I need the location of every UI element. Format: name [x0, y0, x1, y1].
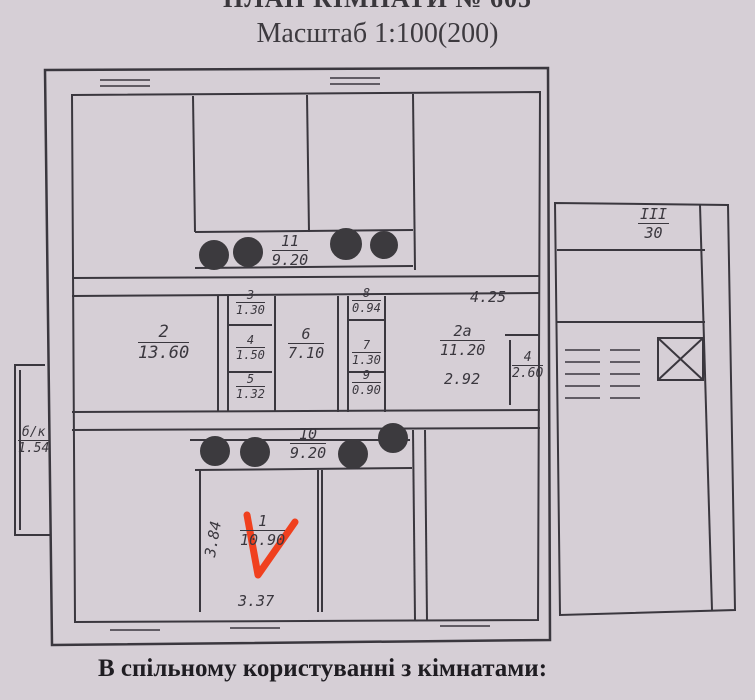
- checkmark-icon: [243, 511, 299, 579]
- redaction-marks: [199, 228, 408, 469]
- shared-use-caption: В спільному користуванні з кімнатами:: [98, 655, 548, 682]
- room-2a-dim: 2.92: [444, 370, 481, 388]
- plan-title: ПЛАН КІМНАТИ № 605: [0, 0, 755, 14]
- room-2a-width: 4.25: [470, 288, 507, 306]
- room-1-dim: 3.37: [238, 592, 275, 610]
- scale-label: Масштаб 1:100(200): [256, 18, 499, 49]
